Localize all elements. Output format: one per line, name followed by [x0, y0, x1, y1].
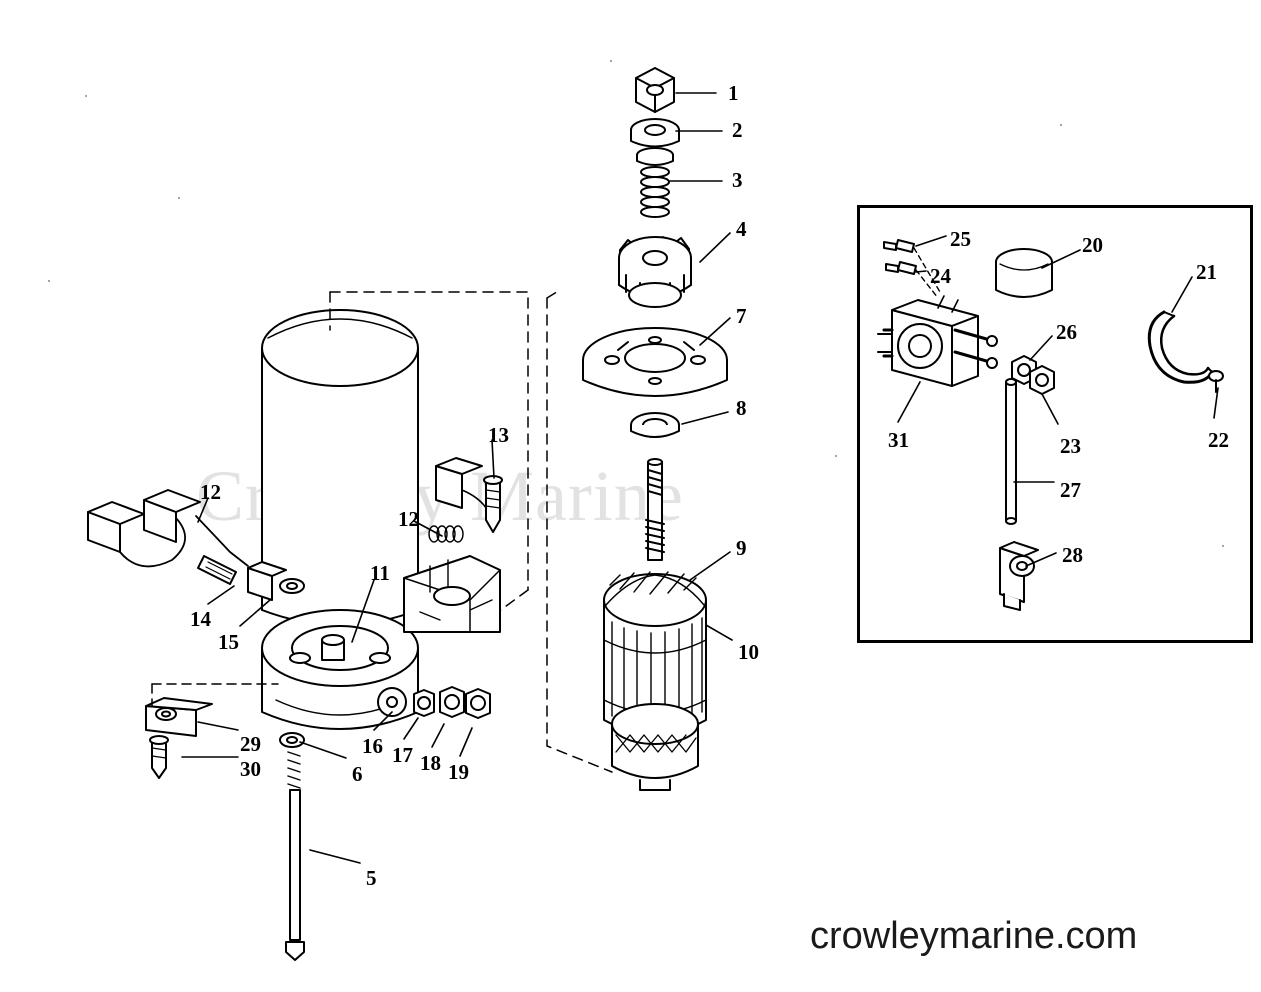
callout-5: 5 [366, 866, 377, 890]
callout-29: 29 [240, 732, 261, 756]
callout-28: 28 [1062, 543, 1083, 567]
callout-27: 27 [1060, 478, 1081, 502]
callout-14: 14 [190, 607, 211, 631]
callout-17: 17 [392, 743, 413, 767]
site-url-text: crowleymarine.com [810, 915, 1138, 957]
callout-30: 30 [240, 757, 261, 781]
callout-31: 31 [888, 428, 909, 452]
callout-22: 22 [1208, 428, 1229, 452]
callout-7: 7 [736, 304, 747, 328]
callout-11: 11 [370, 561, 390, 585]
callout-15: 15 [218, 630, 239, 654]
callout-6: 6 [352, 762, 363, 786]
callout-10: 10 [738, 640, 759, 664]
callout-8: 8 [736, 396, 747, 420]
callout-9: 9 [736, 536, 747, 560]
callout-12-secondary: 12 [398, 507, 419, 531]
callout-2: 2 [732, 118, 743, 142]
callout-4: 4 [736, 217, 747, 241]
callout-21: 21 [1196, 260, 1217, 284]
callout-19: 19 [448, 760, 469, 784]
callout-26: 26 [1056, 320, 1077, 344]
callout-3: 3 [732, 168, 743, 192]
callout-13: 13 [488, 423, 509, 447]
callout-1: 1 [728, 81, 739, 105]
callout-12: 12 [200, 480, 221, 504]
callout-18: 18 [420, 751, 441, 775]
callout-23: 23 [1060, 434, 1081, 458]
callout-20: 20 [1082, 233, 1103, 257]
callout-16: 16 [362, 734, 383, 758]
inset-panel-border [857, 205, 1253, 643]
callout-25: 25 [950, 227, 971, 251]
callout-24: 24 [930, 264, 951, 288]
